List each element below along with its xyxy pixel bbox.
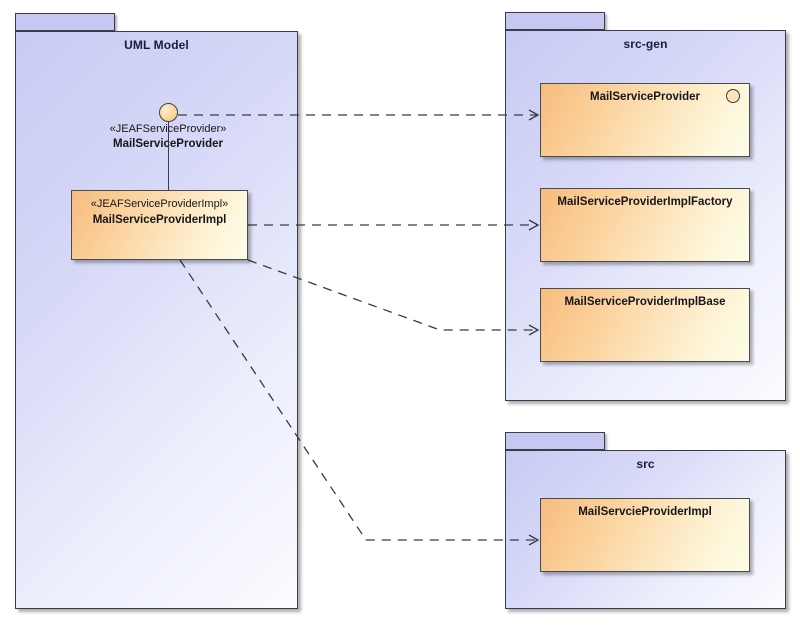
component-stereotype-mail-service-provider-impl: «JEAFServiceProviderImpl» [90,198,229,210]
package-title-src-gen: src-gen [623,37,668,51]
lollipop-stereotype: «JEAFServiceProvider» [109,123,227,135]
connector-arrowhead [528,109,540,121]
package-tab-uml-model [15,13,115,31]
component-mail-servcie-provider-impl-src[interactable]: MailServcieProviderImpl [540,498,750,572]
component-label-mail-service-provider-impl-base: MailServiceProviderImplBase [564,296,726,308]
package-tab-src [505,432,605,450]
component-label-mail-service-provider-gen: MailServiceProvider [590,91,700,103]
lollipop-interface-name: MailServiceProvider [113,138,223,150]
component-mail-service-provider-impl-base[interactable]: MailServiceProviderImplBase [540,288,750,362]
component-label-mail-service-provider-impl: MailServiceProviderImpl [92,214,227,226]
connector-impl-to-src-impl[interactable] [179,259,540,546]
package-title-src: src [636,457,655,471]
connector-arrowhead [528,534,540,546]
connector-impl-to-implbase[interactable] [247,259,540,336]
connector-arrowhead [528,324,540,336]
component-mail-service-provider-gen[interactable]: MailServiceProvider [540,83,750,157]
package-title-uml-model: UML Model [124,38,189,52]
provided-interface-circle-icon [726,89,740,103]
package-tab-src-gen [505,12,605,30]
connector-arrowhead [528,219,540,231]
connector-line [247,259,538,331]
component-label-mail-servcie-provider-impl-src: MailServcieProviderImpl [578,506,712,518]
connector-line [179,259,538,541]
connector-impl-to-implfactory[interactable] [248,219,540,231]
component-mail-service-provider-impl[interactable]: «JEAFServiceProviderImpl» MailServiceProv… [71,190,248,260]
lollipop-stem [168,121,169,190]
component-label-mail-service-provider-impl-factory: MailServiceProviderImplFactory [557,196,733,208]
package-body-uml-model[interactable]: UML Model [15,31,298,609]
connector-iface-to-mailserviceprovider[interactable] [178,109,540,121]
component-mail-service-provider-impl-factory[interactable]: MailServiceProviderImplFactory [540,188,750,262]
lollipop-interface-circle-icon[interactable] [158,102,178,122]
